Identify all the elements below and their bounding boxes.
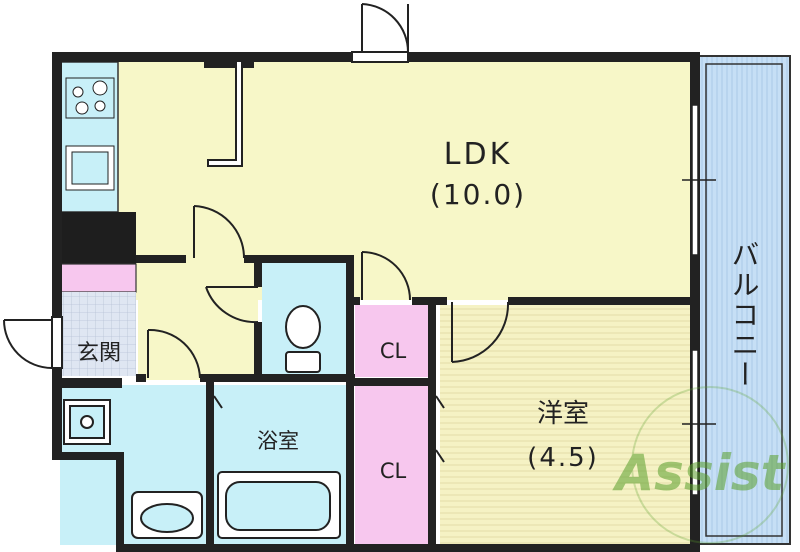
partition-wall: [207, 62, 243, 167]
balcony-label: バルコニー: [728, 240, 761, 390]
stove-icon: [65, 77, 115, 119]
entrance-door: [3, 316, 63, 369]
bathtub-icon: [217, 471, 341, 539]
bath-label: 浴室: [257, 429, 299, 453]
walls: [52, 52, 700, 552]
sink-icon: [65, 145, 115, 191]
assist-logo: Assist: [611, 386, 789, 544]
toilet-door: [205, 286, 259, 324]
wash-basin-icon: [131, 491, 203, 539]
windows: [682, 104, 716, 496]
entrance-floor: [62, 292, 136, 376]
front-door: [351, 3, 410, 63]
balcony: [697, 55, 791, 545]
hall-door: [193, 205, 245, 259]
hall-area: [138, 255, 258, 380]
bath-door: [209, 392, 223, 450]
western-room-size: (4.5): [527, 443, 599, 473]
closet-door-lower: [431, 390, 445, 470]
toilet-icon: [285, 305, 321, 373]
ldk-name: LDK: [444, 137, 513, 172]
ldk-size: (10.0): [430, 178, 526, 211]
closet-upper-label: CL: [380, 339, 407, 363]
shoe-storage: [59, 263, 137, 293]
western-room-door: [451, 301, 510, 363]
washing-machine-icon: [63, 399, 111, 445]
western-room-area: [440, 305, 695, 545]
western-room-name: 洋室: [537, 399, 589, 429]
closet-lower-area: [355, 385, 430, 545]
kitchen-dark-block: [58, 212, 136, 264]
watermark-text: Assist: [611, 444, 786, 502]
closet-door-upper: [361, 251, 411, 301]
closet-lower-label: CL: [380, 459, 407, 483]
closet-upper-area: [355, 305, 430, 377]
washroom-door: [147, 328, 201, 379]
entrance-label: 玄関: [77, 341, 121, 366]
